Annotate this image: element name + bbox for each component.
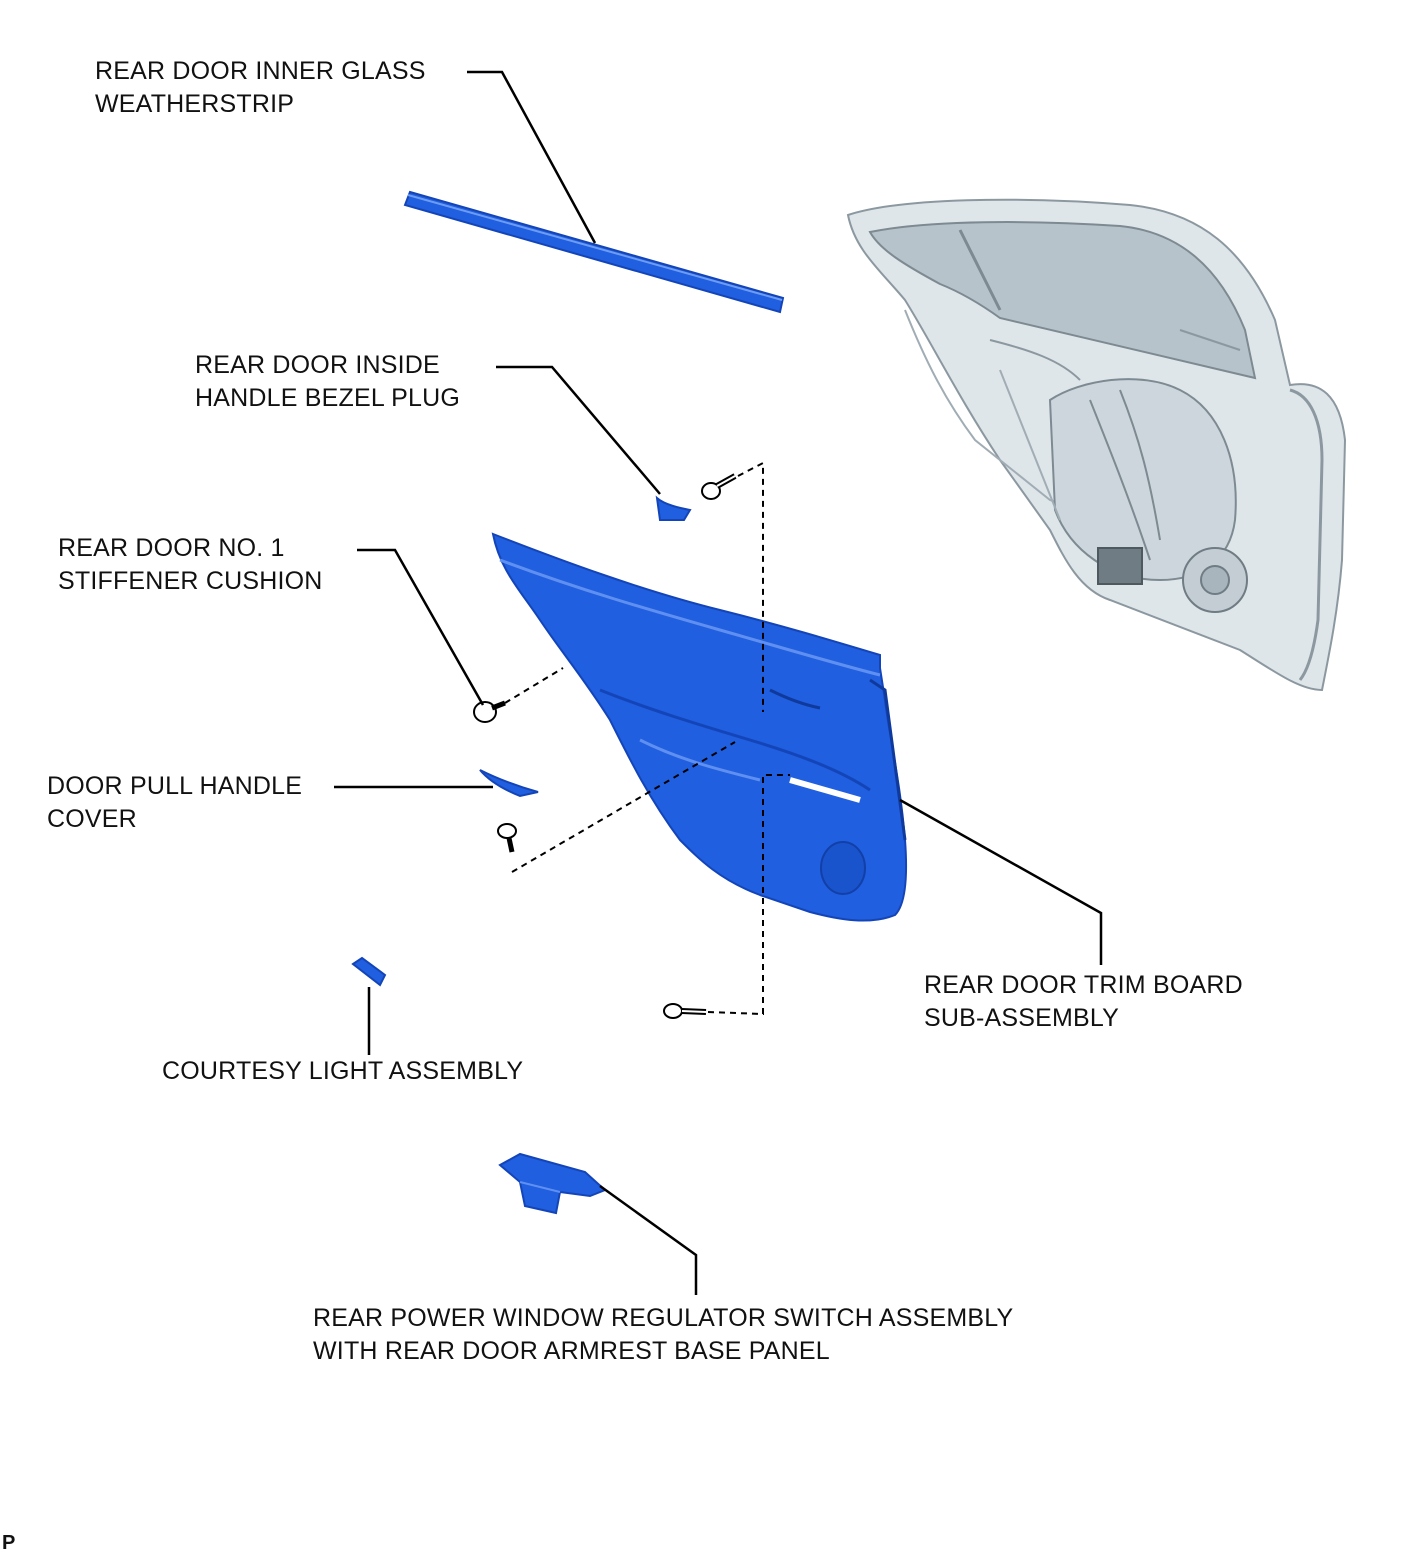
- label-line: REAR DOOR INNER GLASS: [95, 57, 426, 85]
- screw-bottom: [663, 1003, 707, 1019]
- screw-left: [497, 823, 517, 853]
- assembly-dashed-lines: [504, 461, 790, 1016]
- label-line: STIFFENER CUSHION: [58, 567, 323, 595]
- bezel-plug-part: [655, 495, 692, 521]
- leader-lines: [334, 70, 1103, 1295]
- label-stiffener-cushion: REAR DOOR NO. 1 STIFFENER CUSHION: [58, 532, 323, 598]
- stiffener-cushion-part: [473, 700, 506, 723]
- label-line: WITH REAR DOOR ARMREST BASE PANEL: [313, 1337, 830, 1365]
- label-line: COURTESY LIGHT ASSEMBLY: [162, 1057, 524, 1085]
- door-panel-illustration: [846, 198, 1347, 692]
- switch-assembly-part: [498, 1152, 607, 1215]
- label-line: COVER: [47, 805, 137, 833]
- label-switch-assembly: REAR POWER WINDOW REGULATOR SWITCH ASSEM…: [313, 1302, 1013, 1368]
- corner-mark: P: [2, 1532, 16, 1554]
- label-line: WEATHERSTRIP: [95, 90, 295, 118]
- trim-board-part: [491, 532, 908, 922]
- label-line: REAR POWER WINDOW REGULATOR SWITCH ASSEM…: [313, 1304, 1014, 1332]
- courtesy-light-part: [351, 956, 387, 987]
- label-line: DOOR PULL HANDLE: [47, 772, 303, 800]
- label-weatherstrip: REAR DOOR INNER GLASS WEATHERSTRIP: [95, 55, 426, 121]
- weatherstrip-part: [403, 190, 785, 314]
- label-line: HANDLE BEZEL PLUG: [195, 384, 461, 412]
- label-pull-handle-cover: DOOR PULL HANDLE COVER: [47, 770, 302, 836]
- label-line: REAR DOOR TRIM BOARD: [924, 971, 1243, 999]
- pull-handle-cover-part: [479, 769, 539, 798]
- label-bezel-plug: REAR DOOR INSIDE HANDLE BEZEL PLUG: [195, 349, 460, 415]
- label-courtesy-light: COURTESY LIGHT ASSEMBLY: [162, 1055, 523, 1088]
- screw-top-right: [701, 473, 737, 500]
- label-line: REAR DOOR NO. 1: [58, 534, 285, 562]
- label-trim-board: REAR DOOR TRIM BOARD SUB-ASSEMBLY: [924, 969, 1243, 1035]
- label-line: SUB-ASSEMBLY: [924, 1004, 1120, 1032]
- label-line: REAR DOOR INSIDE: [195, 351, 440, 379]
